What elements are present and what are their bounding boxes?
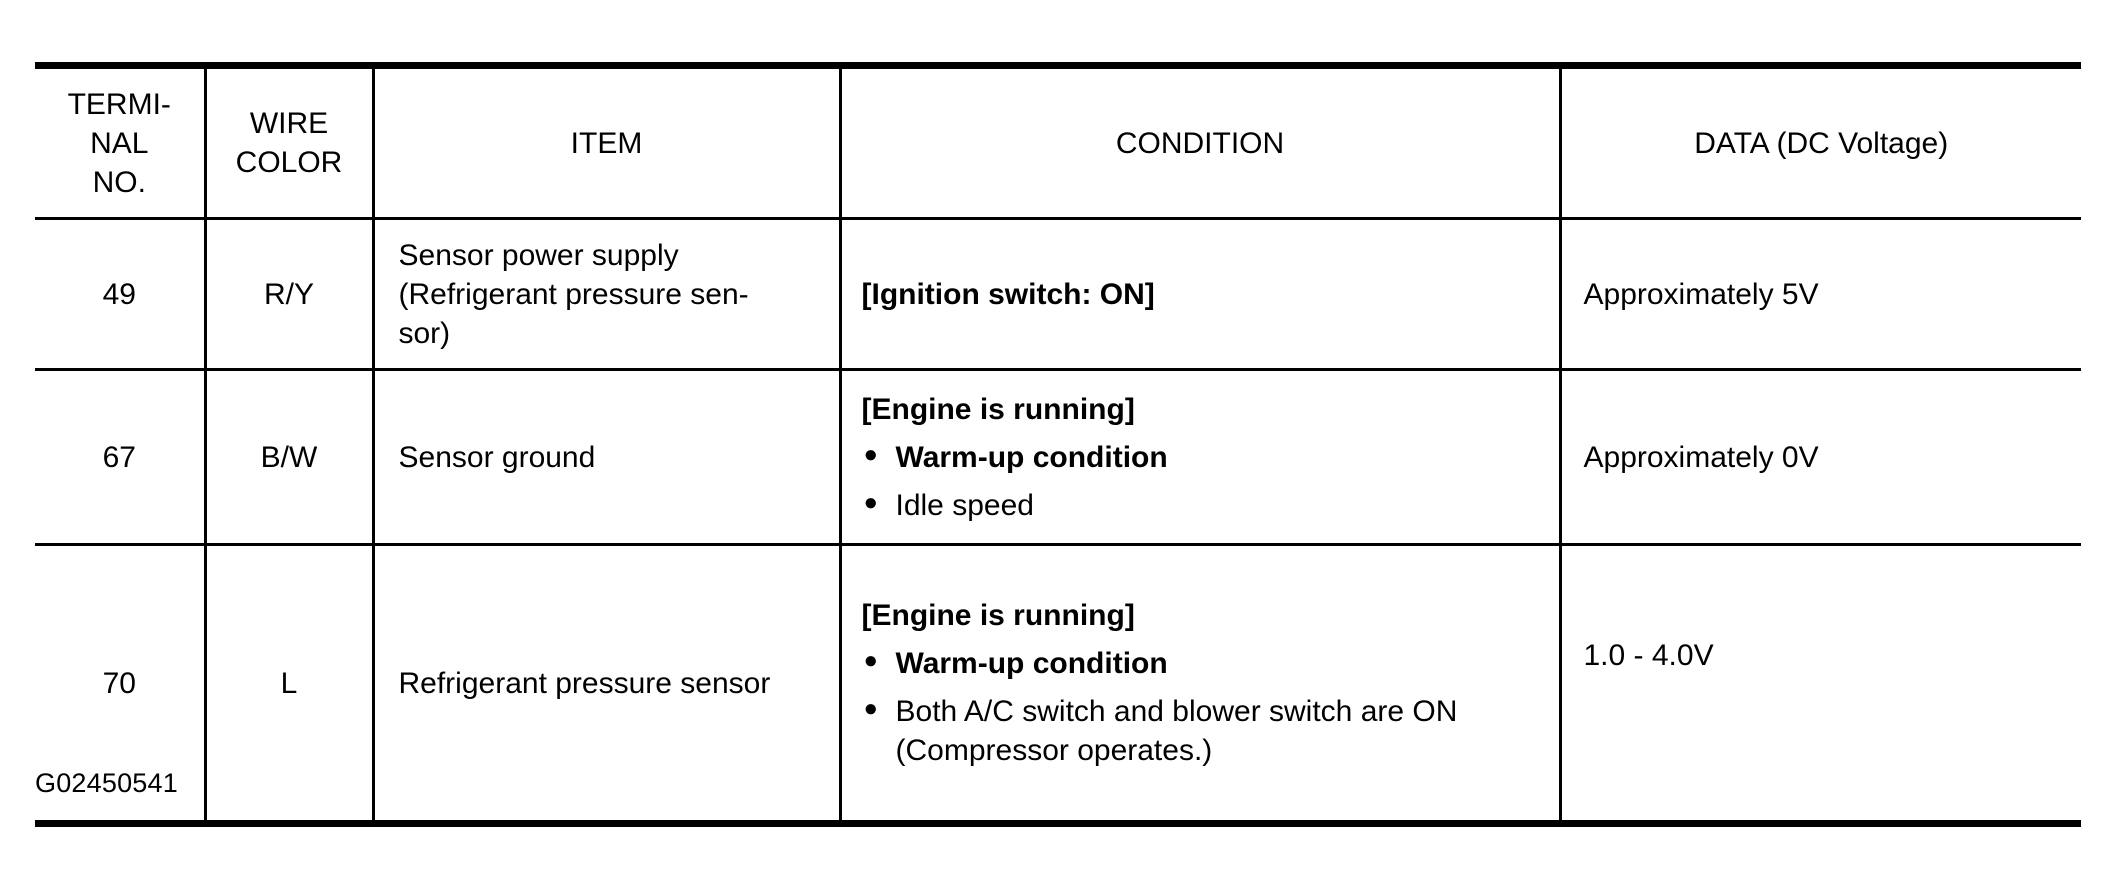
condition-bullet-text: Idle speed [895, 488, 1034, 522]
condition-bullet-item: ● Warm-up condition [862, 438, 1545, 477]
column-header-condition: CONDITION [838, 69, 1560, 220]
table-row: 49 R/Y Sensor power supply (Refrigerant … [35, 218, 2081, 371]
cell-item: Refrigerant pressure sensor [371, 544, 840, 820]
cell-condition: [Ignition switch: ON] [838, 218, 1560, 371]
item-line: (Refrigerant pressure sen- [398, 277, 749, 311]
table-header-row: TERMI- NAL NO. WIRE COLOR ITEM CONDITION… [35, 69, 2081, 220]
condition-block: [Engine is running] ● Warm-up condition … [862, 596, 1545, 770]
condition-bullet-item: ● Both A/C switch and blower switch are … [862, 692, 1545, 770]
condition-bullet-item: ● Warm-up condition [862, 644, 1545, 683]
condition-bullet-text-line-2: (Compressor operates.) [895, 734, 1213, 767]
bullet-icon: ● [863, 440, 879, 468]
cell-wire-color: L [203, 544, 373, 820]
item-line: Sensor ground [398, 440, 596, 474]
table-row: 67 B/W Sensor ground [Engine is running]… [35, 369, 2081, 546]
condition-block: [Ignition switch: ON] [862, 275, 1545, 314]
column-header-wire-color: WIRE COLOR [203, 69, 373, 220]
cell-item: Sensor power supply (Refrigerant pressur… [371, 218, 840, 371]
header-line-2: NAL [90, 126, 149, 160]
cell-wire-color: R/Y [203, 218, 373, 371]
terminal-data-table: TERMI- NAL NO. WIRE COLOR ITEM CONDITION… [35, 69, 2081, 820]
column-header-data: DATA (DC Voltage) [1558, 69, 2081, 220]
cell-data-voltage: Approximately 0V [1558, 369, 2081, 546]
header-line-1: TERMI- [67, 87, 171, 121]
condition-block: [Engine is running] ● Warm-up condition … [862, 390, 1545, 525]
condition-bullet-item: ● Idle speed [862, 486, 1545, 525]
condition-bullet-text-line-1: Both A/C switch and blower switch are ON [895, 695, 1458, 728]
cell-condition: [Engine is running] ● Warm-up condition … [838, 369, 1560, 546]
condition-title: [Ignition switch: ON] [861, 277, 1155, 311]
header-line-3: NO. [92, 165, 146, 199]
bullet-icon: ● [863, 695, 879, 722]
cell-condition: [Engine is running] ● Warm-up condition … [838, 544, 1560, 820]
condition-title: [Engine is running] [861, 599, 1135, 632]
item-line: Refrigerant pressure sensor [398, 666, 771, 700]
condition-bullet-list: ● Warm-up condition ● Both A/C switch an… [862, 644, 1545, 770]
table-row: 70 L Refrigerant pressure sensor [Engine… [35, 544, 2081, 820]
cell-terminal-no: 70 [102, 666, 136, 700]
terminal-data-table-wrapper: TERMI- NAL NO. WIRE COLOR ITEM CONDITION… [35, 62, 2081, 827]
cell-terminal-no: 67 [35, 369, 205, 546]
column-header-terminal-no: TERMI- NAL NO. [35, 69, 205, 220]
header-line-1: WIRE [249, 107, 329, 140]
cell-terminal-no: 49 [35, 218, 205, 371]
item-line: Sensor power supply [398, 238, 679, 272]
figure-caption: G02450541 [35, 768, 178, 798]
column-header-item: ITEM [371, 69, 840, 220]
condition-title: [Engine is running] [861, 392, 1135, 426]
cell-item: Sensor ground [371, 369, 840, 546]
cell-wire-color: B/W [203, 369, 373, 546]
bullet-icon: ● [863, 647, 879, 674]
condition-bullet-text: Warm-up condition [895, 440, 1168, 474]
item-line: sor) [398, 316, 451, 350]
table-top-rule [35, 62, 2081, 69]
condition-bullet-text: Warm-up condition [895, 647, 1168, 680]
condition-bullet-list: ● Warm-up condition ● Idle speed [862, 438, 1545, 525]
cell-data-voltage: Approximately 5V [1558, 218, 2081, 371]
bullet-icon: ● [863, 488, 879, 516]
header-line-2: COLOR [235, 146, 343, 179]
table-bottom-rule [35, 820, 2081, 827]
cell-data-voltage: 1.0 - 4.0V [1558, 544, 2081, 820]
